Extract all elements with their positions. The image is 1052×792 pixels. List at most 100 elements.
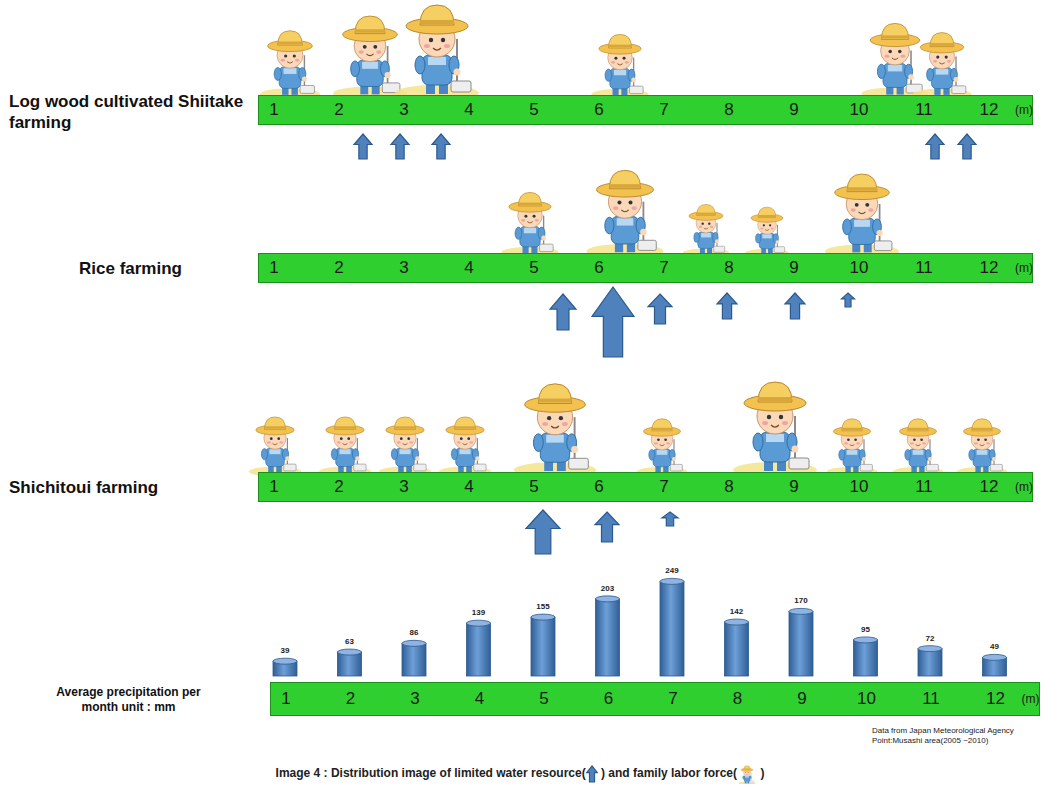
month-number: 1 [259, 477, 289, 497]
arrow-icon [586, 764, 598, 784]
month-number: 11 [909, 100, 939, 120]
month-number: 4 [454, 258, 484, 278]
farmer-icon-small [737, 764, 757, 784]
month-number: 12 [981, 689, 1011, 709]
water-arrow [550, 294, 576, 330]
farmer-icon [683, 204, 729, 257]
value-label: 72 [910, 634, 950, 644]
value-label: 155 [523, 602, 563, 612]
farmer-icon [249, 417, 301, 477]
month-number: 9 [779, 477, 809, 497]
month-number: 10 [844, 477, 874, 497]
precip-bars [273, 578, 1007, 676]
month-number: 4 [454, 100, 484, 120]
row-heading: Shichitoui farming [9, 477, 249, 498]
month-number: 8 [714, 477, 744, 497]
month-number: 4 [465, 689, 495, 709]
month-number: 7 [649, 100, 679, 120]
month-bar: Log wood cultivated Shiitake farming1234… [258, 95, 1033, 125]
unit-label: (m) [1015, 258, 1033, 278]
farmer-icon [319, 417, 371, 477]
precip-bar [789, 608, 813, 676]
water-arrow [592, 287, 634, 357]
row-heading: Log wood cultivated Shiitake farming [9, 91, 249, 134]
farmer-icon [333, 16, 407, 100]
unit-label: (m) [1015, 477, 1033, 497]
month-number: 3 [389, 477, 419, 497]
month-number: 7 [649, 258, 679, 278]
month-number: 12 [974, 100, 1004, 120]
month-number: 11 [909, 477, 939, 497]
water-arrow [526, 510, 560, 554]
month-number: 2 [324, 258, 354, 278]
farmer-icon [893, 419, 943, 477]
value-label: 86 [394, 628, 434, 638]
farmer-icon [739, 765, 756, 783]
unit-label: (m) [1022, 689, 1040, 709]
month-number: 3 [389, 258, 419, 278]
value-label: 39 [265, 646, 305, 656]
farmer-icon [260, 31, 320, 100]
month-number: 6 [584, 100, 614, 120]
precip-bar [596, 596, 620, 676]
month-number: 2 [324, 477, 354, 497]
farmer-icon [379, 417, 431, 477]
figure-caption: Image 4 : Distribution image of limited … [276, 762, 765, 784]
value-label: 249 [652, 566, 692, 576]
month-number: 12 [974, 477, 1004, 497]
month-number: 11 [916, 689, 946, 709]
month-number: 9 [787, 689, 817, 709]
value-label: 170 [781, 596, 821, 606]
farmer-icon [861, 23, 928, 100]
value-label: 203 [588, 584, 628, 594]
source-note: Data from Japan Meteorological Agency Po… [872, 726, 1044, 746]
month-number: 5 [519, 258, 549, 278]
farmer-icon [395, 5, 479, 101]
water-arrow [785, 293, 805, 319]
value-label: 139 [459, 608, 499, 618]
value-label: 142 [717, 607, 757, 617]
farmer-icon [825, 174, 899, 258]
month-number: 5 [519, 477, 549, 497]
water-arrow [432, 134, 450, 159]
month-number: 9 [779, 100, 809, 120]
month-bar: Rice farming123456789101112(m) [258, 253, 1033, 283]
month-bar: Average precipitation per month unit : m… [270, 682, 1040, 716]
month-number: 8 [714, 258, 744, 278]
precip-bar [402, 640, 426, 676]
month-number: 10 [844, 100, 874, 120]
month-number: 11 [909, 258, 939, 278]
farmer-icon [514, 384, 596, 478]
farmer-icon [957, 419, 1007, 477]
farmer-icon [637, 419, 687, 477]
water-arrow [354, 134, 372, 159]
month-number: 2 [336, 689, 366, 709]
farmer-icon [733, 382, 817, 478]
water-arrow [842, 293, 855, 307]
month-number: 7 [658, 689, 688, 709]
precip-bar [338, 649, 362, 676]
month-number: 5 [519, 100, 549, 120]
farmer-icon [439, 417, 491, 477]
precip-bar [983, 654, 1007, 676]
value-label: 63 [330, 637, 370, 647]
row-heading: Rice farming [79, 258, 249, 279]
precip-bar [918, 646, 942, 676]
water-arrow [595, 512, 619, 542]
precip-bar [467, 620, 491, 676]
month-number: 9 [779, 258, 809, 278]
farmer-icon [586, 170, 663, 258]
farmer-icon [591, 34, 648, 99]
value-label: 49 [975, 642, 1015, 652]
month-number: 1 [259, 100, 289, 120]
month-number: 2 [324, 100, 354, 120]
month-number: 8 [723, 689, 753, 709]
month-number: 10 [844, 258, 874, 278]
farmer-icon [745, 207, 789, 257]
water-arrow [662, 512, 678, 526]
water-arrow [926, 134, 944, 159]
row-heading: Average precipitation per month unit : m… [41, 685, 216, 715]
farmer-icon [501, 192, 558, 257]
month-bar: Shichitoui farming123456789101112(m) [258, 472, 1033, 502]
precip-bar [854, 637, 878, 676]
